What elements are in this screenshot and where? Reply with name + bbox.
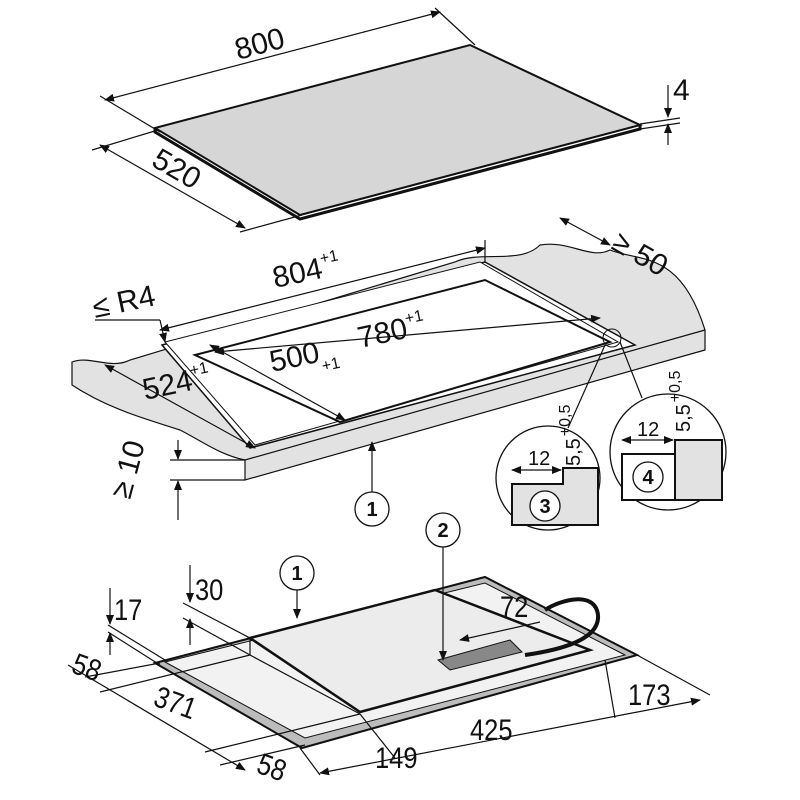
cutout-outer-width-label: 804+1 bbox=[269, 247, 343, 294]
glass-thickness-label: 4 bbox=[673, 74, 690, 107]
radius-label: ≤ R4 bbox=[90, 279, 159, 324]
body-height-label: 30 bbox=[195, 573, 223, 606]
frame-height-label: 17 bbox=[114, 593, 142, 626]
worktop-min-label: ≥ 10 bbox=[105, 437, 152, 502]
dim-body-height: 30 bbox=[182, 565, 251, 656]
dim-hob-width: 149 425 173 bbox=[299, 654, 711, 776]
cable-label: 72 bbox=[500, 590, 528, 623]
detail-3-label: 3 bbox=[539, 496, 550, 518]
dim-frame-height: 17 bbox=[106, 588, 166, 666]
dim-radius: ≤ R4 bbox=[90, 279, 167, 343]
hob-body bbox=[152, 575, 640, 750]
callout-hob: 1 bbox=[279, 555, 315, 619]
glass-panel bbox=[152, 43, 643, 221]
dim-cable: 72 bbox=[459, 590, 541, 642]
callout-worktop-label: 1 bbox=[366, 499, 377, 521]
glass-width-label: 800 bbox=[231, 22, 288, 67]
detail-3-height: 5,5+0,5 bbox=[557, 405, 585, 467]
detail-3: 12 5,5+0,5 3 bbox=[495, 344, 606, 531]
dim-glass-thickness: 4 bbox=[639, 74, 690, 145]
box-offset-label: 149 bbox=[375, 741, 418, 774]
front-offset-label: 58 bbox=[68, 647, 106, 688]
box-width-label: 425 bbox=[470, 713, 513, 746]
right-offset-label: 173 bbox=[628, 678, 671, 711]
callout-connection-box: 2 bbox=[425, 512, 461, 661]
detail-3-width: 12 bbox=[528, 448, 550, 470]
callout-hob-label: 1 bbox=[291, 563, 302, 585]
detail-4-height: 5,5+0,5 bbox=[667, 371, 695, 433]
detail-4-label: 4 bbox=[642, 467, 654, 489]
rear-offset-label: 58 bbox=[253, 747, 291, 788]
callout-connection-box-label: 2 bbox=[437, 520, 448, 542]
detail-4: 12 5,5+0,5 4 bbox=[609, 341, 727, 511]
callout-worktop: 1 bbox=[354, 441, 390, 527]
detail-4-width: 12 bbox=[637, 419, 659, 441]
